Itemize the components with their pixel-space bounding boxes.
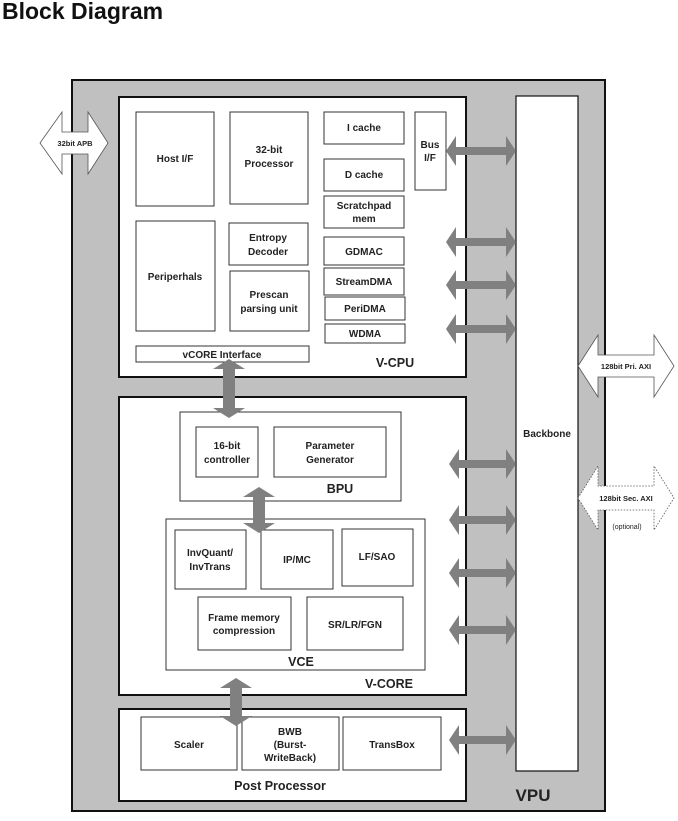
backbone-arrow xyxy=(446,227,516,257)
post-processor-backbone-arrow xyxy=(449,725,516,755)
sec-axi-label: 128bit Sec. AXI xyxy=(599,494,653,503)
peripherals-block: Periperhals xyxy=(135,220,216,332)
dcache-block: D cache xyxy=(323,158,405,192)
srlrfgn-block: SR/LR/FGN xyxy=(306,596,404,651)
param-gen-label-line2: Generator xyxy=(306,455,354,466)
prescan-label-line2: parsing unit xyxy=(240,304,298,315)
scaler-label: Scaler xyxy=(174,740,204,751)
prescan-label-line1: Prescan xyxy=(250,290,289,301)
prescan-block: Prescan parsing unit xyxy=(229,270,310,332)
bwb-block: BWB (Burst- WriteBack) xyxy=(241,716,340,771)
gdmac-label: GDMAC xyxy=(345,247,383,258)
vcore-interface-block: vCORE Interface xyxy=(135,345,310,363)
entropy-decoder-block: Entropy Decoder xyxy=(228,222,309,266)
peripherals-label: Periperhals xyxy=(148,272,203,283)
bpu-label: BPU xyxy=(327,482,353,496)
entropy-label-line1: Entropy xyxy=(249,233,287,244)
bus-if-label-line1: Bus xyxy=(421,140,440,151)
lfsao-block: LF/SAO xyxy=(341,528,414,587)
wdma-label: WDMA xyxy=(349,329,381,340)
backbone-label: Backbone xyxy=(523,429,571,440)
invquant-label-line2: InvTrans xyxy=(189,562,231,573)
backbone-arrow xyxy=(449,449,516,479)
controller-block: 16-bit controller xyxy=(195,426,259,478)
bwb-label-line3: WriteBack) xyxy=(264,753,316,764)
frame-mem-label-line2: compression xyxy=(213,626,275,637)
ipmc-label: IP/MC xyxy=(283,555,311,566)
bus-if-block: Bus I/F xyxy=(414,111,447,191)
backbone-arrow xyxy=(449,615,516,645)
vcpu-vcore-arrow xyxy=(213,359,245,418)
param-gen-block: Parameter Generator xyxy=(273,426,387,478)
backbone-arrow xyxy=(449,505,516,535)
transbox-block: TransBox xyxy=(342,716,442,771)
bpu-vce-arrow xyxy=(243,487,275,533)
dcache-label: D cache xyxy=(345,170,384,181)
scaler-block: Scaler xyxy=(140,716,238,771)
vcore-post-processor-arrow xyxy=(220,678,252,726)
lfsao-label: LF/SAO xyxy=(359,552,396,563)
vcore-label: V-CORE xyxy=(365,677,413,691)
scratchpad-label-line2: mem xyxy=(352,214,375,225)
entropy-label-line2: Decoder xyxy=(248,247,288,258)
wdma-block: WDMA xyxy=(324,323,406,344)
controller-label-line1: 16-bit xyxy=(214,441,241,452)
vce-label: VCE xyxy=(288,655,314,669)
icache-block: I cache xyxy=(323,111,405,145)
invquant-block: InvQuant/ InvTrans xyxy=(174,529,247,590)
peridma-block: PeriDMA xyxy=(324,296,406,321)
sec-axi-note: (optional) xyxy=(612,524,641,531)
streamdma-block: StreamDMA xyxy=(323,267,405,296)
invquant-label-line1: InvQuant/ xyxy=(187,548,233,559)
bus-if-backbone-arrow xyxy=(446,136,516,166)
vcore-interface-label: vCORE Interface xyxy=(183,350,262,361)
transbox-label: TransBox xyxy=(369,740,415,751)
apb-label: 32bit APB xyxy=(57,139,93,148)
processor-block: 32-bit Processor xyxy=(229,111,309,205)
scratchpad-label-line1: Scratchpad xyxy=(337,201,391,212)
scratchpad-block: Scratchpad mem xyxy=(323,195,405,229)
ipmc-block: IP/MC xyxy=(260,529,334,590)
backbone-arrow xyxy=(449,558,516,588)
pri-axi-label: 128bit Pri. AXI xyxy=(601,362,651,371)
backbone-arrow xyxy=(446,270,516,300)
sec-axi-arrow: 128bit Sec. AXI (optional) xyxy=(577,464,675,532)
vertical-arrows xyxy=(213,359,275,726)
bus-if-label-line2: I/F xyxy=(424,153,436,164)
streamdma-label: StreamDMA xyxy=(336,277,393,288)
vcpu-label: V-CPU xyxy=(376,356,414,370)
vpu-label: VPU xyxy=(516,786,551,805)
post-processor-label: Post Processor xyxy=(234,779,326,793)
backbone-arrow xyxy=(446,314,516,344)
processor-label-line1: 32-bit xyxy=(256,145,283,156)
host-if-label: Host I/F xyxy=(157,154,194,165)
host-if-block: Host I/F xyxy=(135,111,215,207)
frame-memory-block: Frame memory compression xyxy=(197,596,292,651)
backbone-arrows xyxy=(446,136,516,755)
srlrfgn-label: SR/LR/FGN xyxy=(328,620,382,631)
icache-label: I cache xyxy=(347,123,381,134)
frame-mem-label-line1: Frame memory xyxy=(208,613,280,624)
controller-label-line2: controller xyxy=(204,455,250,466)
gdmac-block: GDMAC xyxy=(323,236,405,266)
page-title: Block Diagram xyxy=(2,0,164,24)
pri-axi-arrow: 128bit Pri. AXI xyxy=(577,333,675,399)
backbone-block xyxy=(515,95,579,772)
peridma-label: PeriDMA xyxy=(344,304,386,315)
processor-label-line2: Processor xyxy=(245,159,294,170)
apb-arrow: 32bit APB xyxy=(39,110,109,176)
param-gen-label-line1: Parameter xyxy=(306,441,355,452)
bwb-label-line2: (Burst- xyxy=(274,740,307,751)
bwb-label-line1: BWB xyxy=(278,727,302,738)
